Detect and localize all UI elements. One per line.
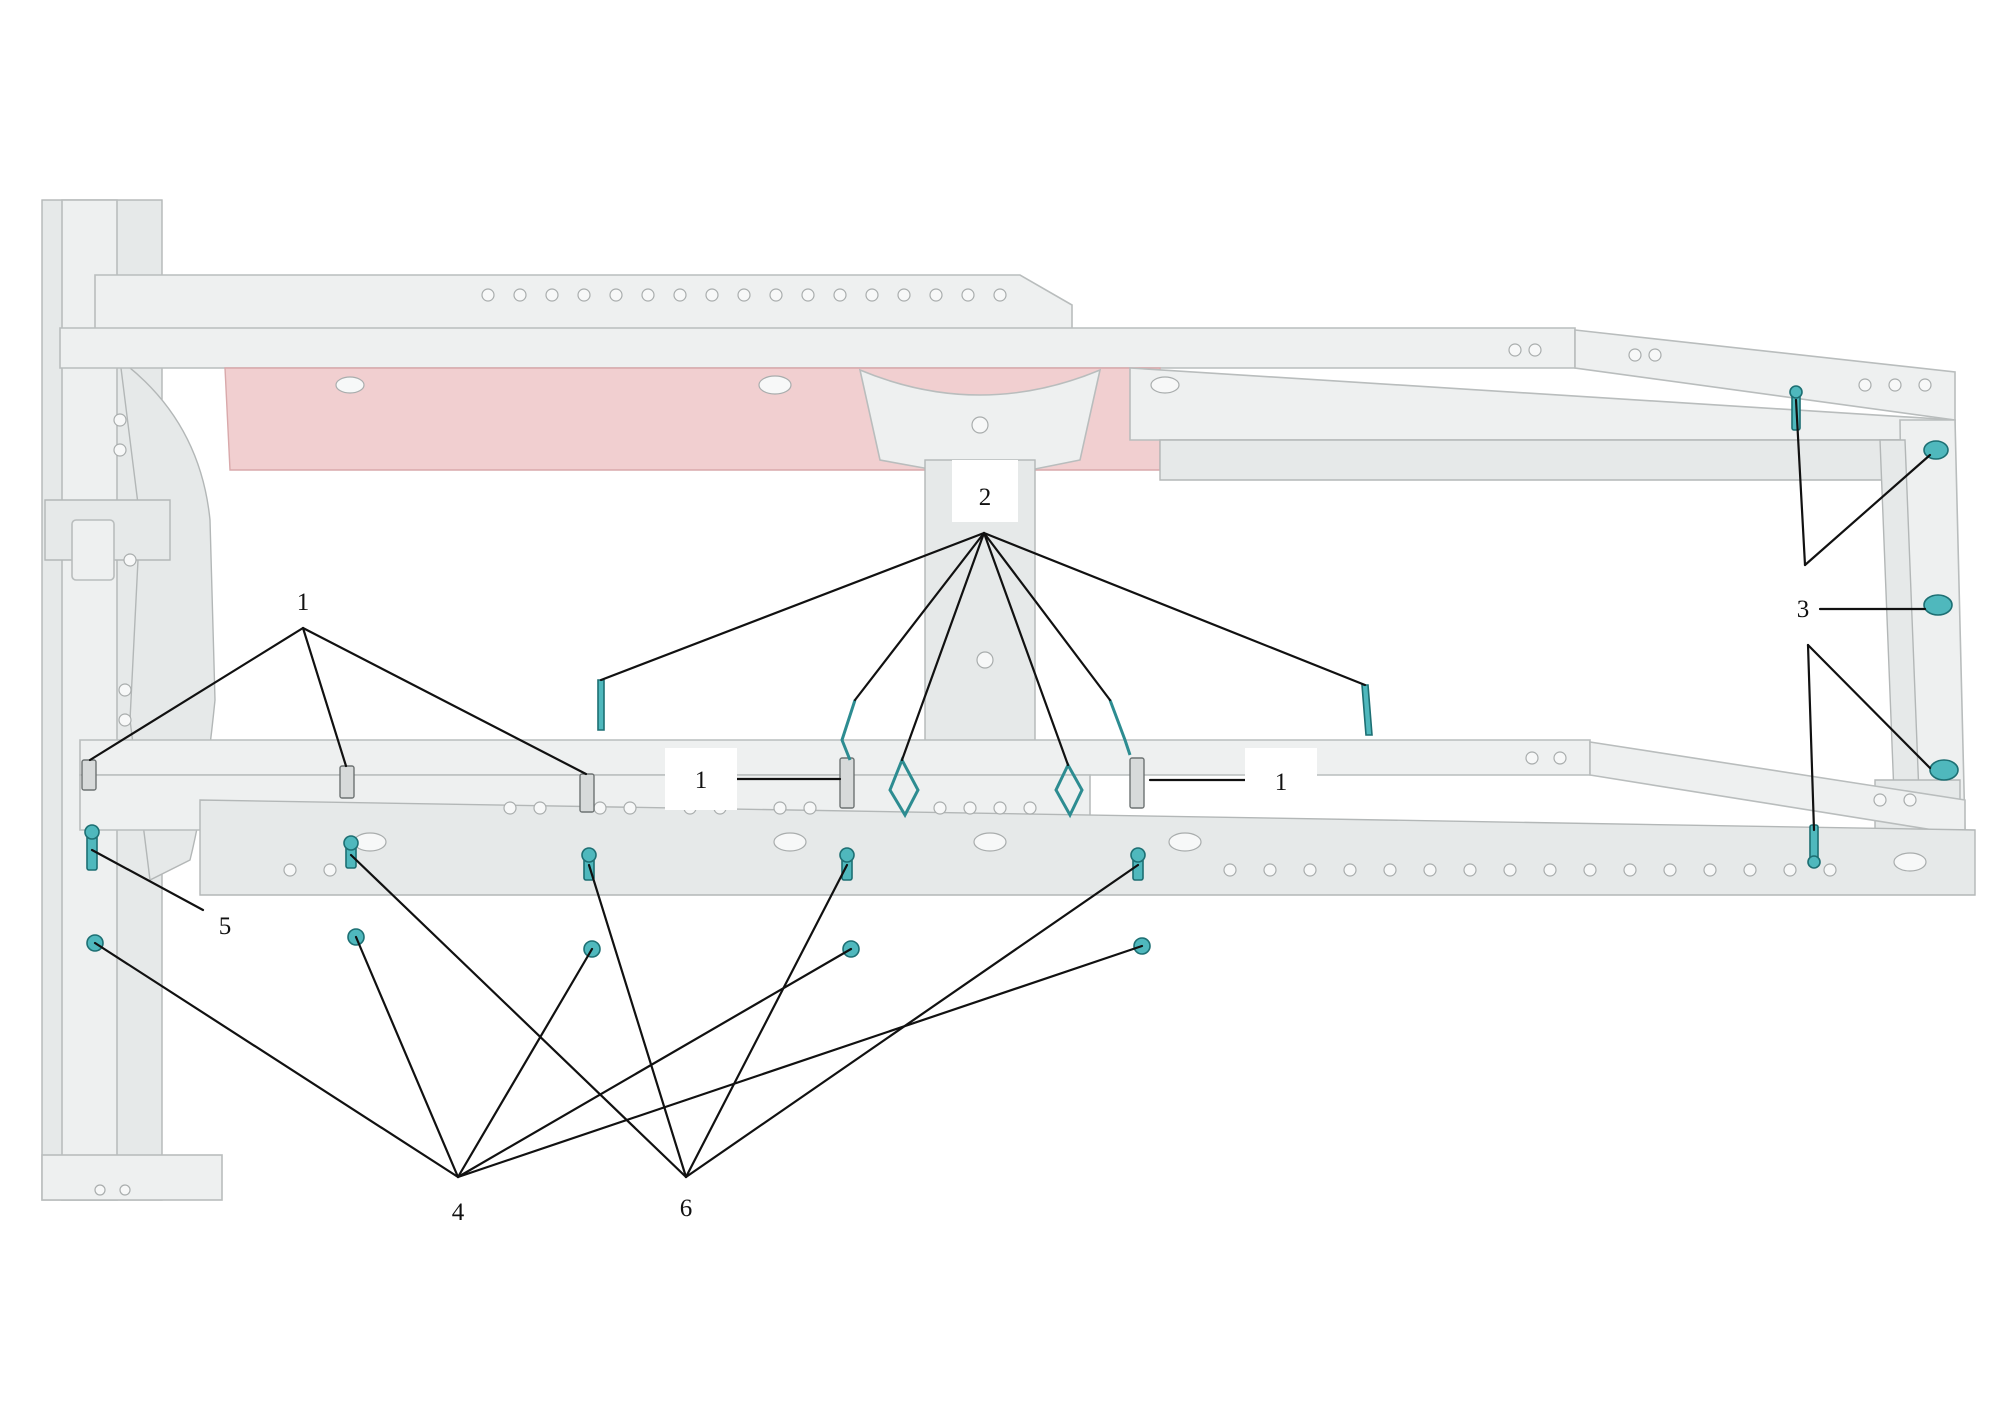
callout-4: 4 (452, 1199, 465, 1226)
callout-2: 2 (979, 484, 992, 511)
rear-fasteners-item-3 (1789, 385, 1959, 869)
callout-1-mid-bg (665, 748, 737, 810)
callout-1-right-bg (1245, 748, 1317, 810)
leader-lines-1 (88, 626, 1247, 782)
nuts-item-4 (86, 928, 1151, 958)
callout-3: 3 (1797, 596, 1810, 623)
bolt-item-5 (84, 824, 100, 871)
leader-lines-5 (90, 848, 205, 912)
leader-lines-2 (599, 531, 1367, 767)
callout-5: 5 (219, 913, 232, 940)
callout-2-bg (952, 460, 1018, 522)
lower-frame-rail (79, 739, 1976, 896)
callout-1-mid: 1 (695, 767, 708, 794)
leader-lines-6 (349, 853, 1140, 1179)
leader-lines-4 (93, 935, 1144, 1179)
cable-clips-item-2 (597, 679, 1373, 819)
callout-6: 6 (680, 1195, 693, 1222)
callout-1-left: 1 (297, 589, 310, 616)
callout-1-right: 1 (1275, 769, 1288, 796)
brackets-item-1 (81, 757, 1145, 813)
rear-end-crossmember (1874, 419, 1966, 831)
leader-lines-3 (1794, 398, 1932, 832)
